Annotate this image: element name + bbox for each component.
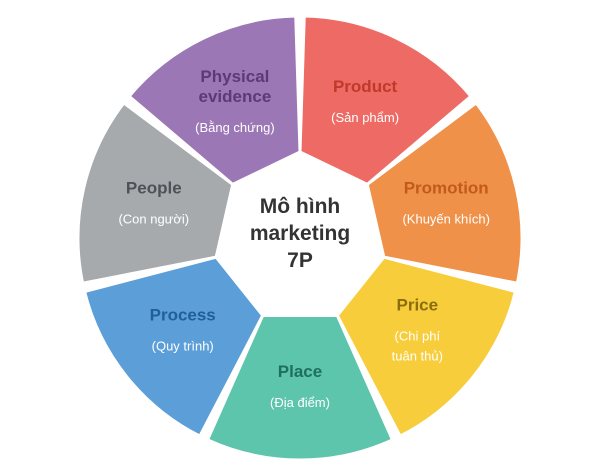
segment-physical-shape xyxy=(127,14,302,187)
segment-physical-subtitle: (Bằng chứng) xyxy=(195,120,275,135)
center-heptagon xyxy=(220,156,380,312)
segment-price-subtitle: (Chi phí xyxy=(395,329,441,344)
segment-process-title: Process xyxy=(150,306,216,325)
center-line-1: Mô hình xyxy=(260,195,340,218)
segment-price-shape xyxy=(335,255,518,439)
segment-process-subtitle: (Quy trình) xyxy=(152,339,214,354)
center-line-2: marketing xyxy=(250,222,350,245)
segment-price-subtitle-2: tuân thủ) xyxy=(392,349,443,364)
segment-product: Product (Sản phẩm) xyxy=(298,14,473,187)
segment-product-title: Product xyxy=(333,77,398,96)
segment-promotion-shape xyxy=(365,100,524,285)
segment-people-title: People xyxy=(126,179,182,198)
segment-physical-title-2: evidence xyxy=(199,87,272,106)
segment-product-subtitle: (Sản phẩm) xyxy=(331,110,399,125)
segment-people: People (Con người) xyxy=(76,100,235,285)
segments-layer: Product (Sản phẩm) Promotion (Khuyến khích)… xyxy=(76,14,524,462)
segment-place-title: Place xyxy=(278,362,322,381)
segment-product-shape xyxy=(298,14,473,187)
segment-promotion: Promotion (Khuyến khích) xyxy=(365,100,524,285)
segment-promotion-title: Promotion xyxy=(404,179,489,198)
segment-promotion-subtitle: (Khuyến khích) xyxy=(402,212,489,227)
segment-price-title: Price xyxy=(397,296,439,315)
segment-people-subtitle: (Con người) xyxy=(118,212,189,227)
center-line-3: 7P xyxy=(287,249,313,272)
segment-price: Price (Chi phí tuân thủ) xyxy=(335,255,518,439)
segment-physical-title: Physical xyxy=(200,67,269,86)
segment-process: Process (Quy trình) xyxy=(82,255,265,439)
segment-place: Place (Địa điểm) xyxy=(205,313,395,462)
segment-process-shape xyxy=(82,255,265,439)
segment-place-shape xyxy=(205,313,395,462)
center-hub: Mô hình marketing 7P xyxy=(220,156,380,312)
segment-people-shape xyxy=(76,100,235,285)
segment-place-subtitle: (Địa điểm) xyxy=(270,395,330,410)
